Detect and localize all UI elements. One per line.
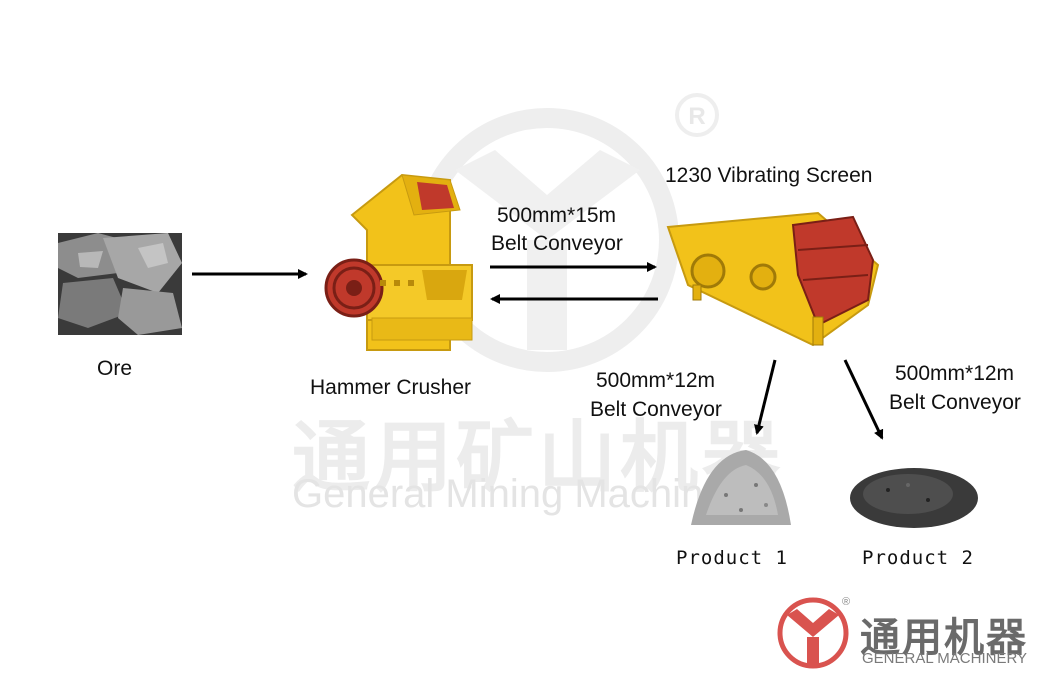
- arrow-screen-to-product2: [843, 359, 884, 440]
- logo-chinese-text: 通用机器: [860, 616, 1028, 660]
- arrow-screen-to-product1: [754, 359, 777, 435]
- out2-conveyor-size: 500mm*12m: [895, 362, 1015, 385]
- ore-image: [58, 233, 182, 335]
- registered-mark: ®: [842, 596, 851, 608]
- out1-conveyor-size: 500mm*12m: [596, 369, 716, 392]
- watermark-english: General Mining Machinery: [292, 472, 759, 516]
- crusher-label: Hammer Crusher: [310, 376, 472, 399]
- screen-label: 1230 Vibrating Screen: [665, 164, 873, 187]
- logo-english-text: GENERAL MACHINERY: [862, 650, 1028, 667]
- product1-label: Product 1: [676, 547, 788, 569]
- hammer-crusher-image: [324, 173, 473, 351]
- product2-label: Product 2: [862, 547, 974, 569]
- svg-text:R: R: [688, 103, 705, 130]
- main-conveyor-type: Belt Conveyor: [491, 232, 623, 255]
- ore-label: Ore: [97, 357, 133, 380]
- out1-conveyor-type: Belt Conveyor: [590, 398, 722, 421]
- product2-image: [850, 468, 978, 528]
- main-conveyor-size: 500mm*15m: [497, 204, 617, 227]
- watermark-chinese: 通用矿山机器: [292, 413, 785, 501]
- product1-image: [691, 450, 791, 525]
- out2-conveyor-type: Belt Conveyor: [889, 391, 1021, 414]
- vibrating-screen-image: [666, 211, 880, 347]
- company-logo-icon: [777, 597, 849, 669]
